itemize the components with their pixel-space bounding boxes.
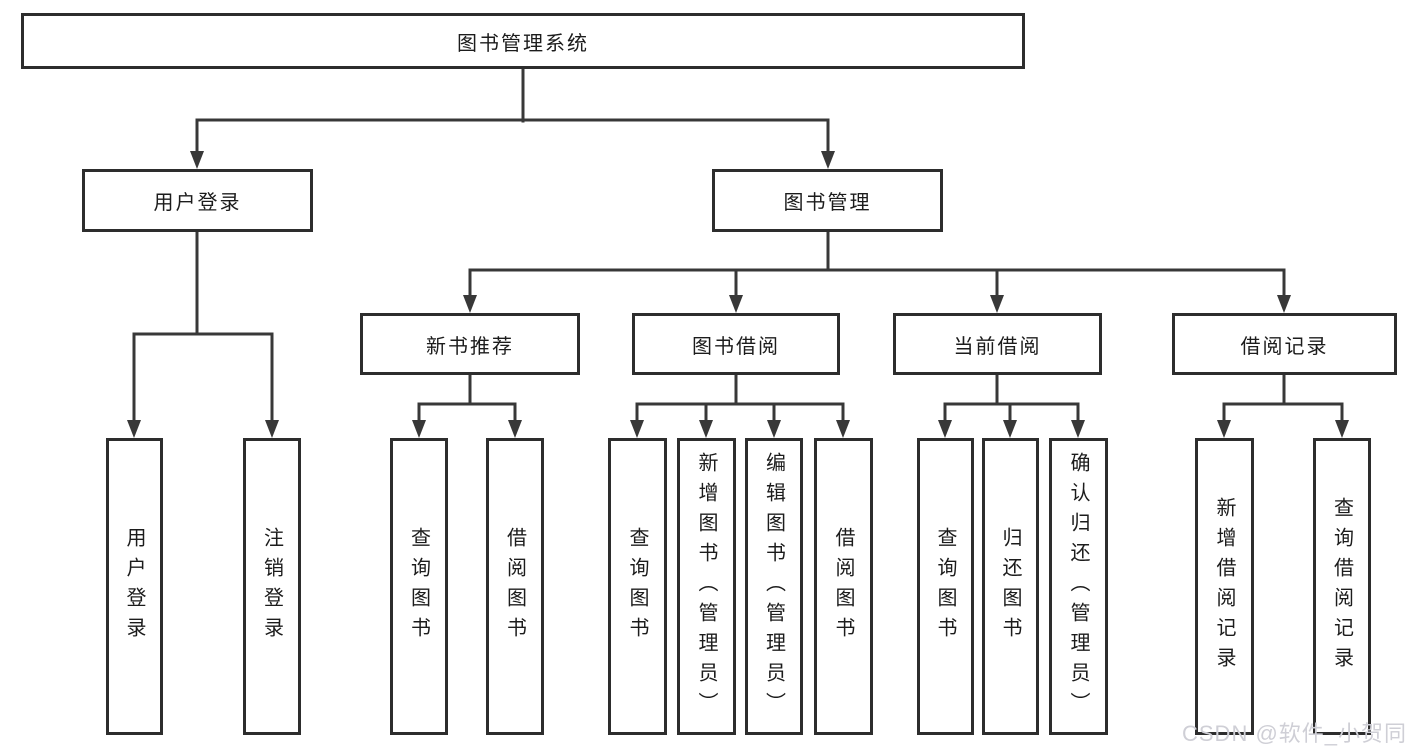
node-label: 查询借阅记录 — [1330, 496, 1353, 677]
leaf-newbook-borrow-books: 借阅图书 — [486, 438, 544, 735]
node-label: 查询图书 — [407, 526, 430, 647]
leaf-current-query-books: 查询图书 — [917, 438, 974, 735]
leaf-newbook-query-books: 查询图书 — [390, 438, 448, 735]
node-label: 图书管理系统 — [457, 32, 589, 55]
leaf-return-books: 归还图书 — [982, 438, 1039, 735]
leaf-query-borrow-record: 查询借阅记录 — [1313, 438, 1371, 735]
node-new-book-recommend: 新书推荐 — [360, 313, 580, 375]
node-label: 新书推荐 — [426, 335, 514, 358]
node-label: 借阅图书 — [503, 526, 526, 647]
node-book-management: 图书管理 — [712, 169, 943, 232]
node-label: 借阅记录 — [1240, 335, 1329, 358]
node-label: 用户登录 — [153, 192, 242, 214]
leaf-add-borrow-record: 新增借阅记录 — [1195, 438, 1254, 735]
node-label: 借阅图书 — [832, 526, 854, 647]
node-label: 当前借阅 — [953, 335, 1042, 358]
leaf-add-books-admin: 新增图书（管理员） — [677, 438, 736, 735]
node-label: 查询图书 — [626, 526, 648, 647]
leaf-confirm-return-admin: 确认归还（管理员） — [1049, 438, 1108, 735]
node-user-login: 用户登录 — [82, 169, 313, 232]
node-current-borrowing: 当前借阅 — [893, 313, 1102, 375]
arrowheads — [127, 151, 1349, 438]
leaf-logout: 注销登录 — [243, 438, 301, 735]
leaf-borrowing-query-books: 查询图书 — [608, 438, 667, 735]
node-label: 确认归还（管理员） — [1067, 451, 1089, 722]
node-label: 注销登录 — [260, 526, 283, 647]
node-label: 新增图书（管理员） — [695, 451, 717, 722]
node-label: 用户登录 — [123, 526, 145, 647]
csdn-watermark: CSDN @软件_小贺同学 — [1182, 721, 1405, 746]
node-book-borrowing: 图书借阅 — [632, 313, 840, 375]
node-borrowing-records: 借阅记录 — [1172, 313, 1397, 375]
node-label: 查询图书 — [934, 526, 956, 647]
leaf-user-login: 用户登录 — [106, 438, 163, 735]
node-label: 新增借阅记录 — [1213, 496, 1235, 677]
node-label: 图书借阅 — [692, 335, 780, 358]
node-label: 图书管理 — [783, 192, 872, 214]
leaf-edit-books-admin: 编辑图书（管理员） — [745, 438, 803, 735]
node-label: 归还图书 — [999, 526, 1021, 647]
node-label: 编辑图书（管理员） — [762, 451, 785, 722]
node-library-system: 图书管理系统 — [21, 13, 1025, 69]
leaf-borrowing-borrow-books: 借阅图书 — [814, 438, 873, 735]
